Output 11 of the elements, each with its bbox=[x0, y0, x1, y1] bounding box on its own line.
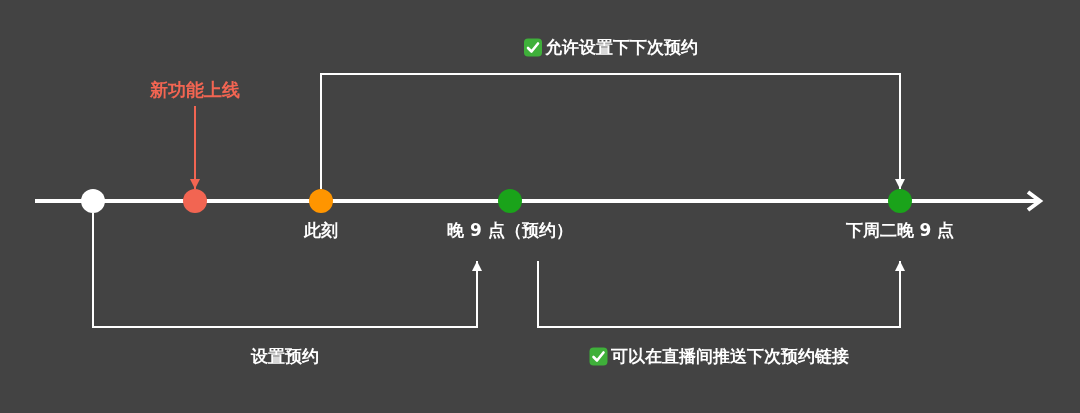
annotation-text: 新功能上线 bbox=[149, 78, 241, 102]
leader-arrow bbox=[190, 105, 200, 190]
edge-label: 设置预约 bbox=[251, 345, 319, 368]
bracket-arrow bbox=[537, 260, 905, 328]
time-label: 晚 9 点（预约） bbox=[446, 219, 574, 242]
bracket-arrow bbox=[92, 212, 482, 328]
edge-label: 可以在直播间推送下次预约链接 bbox=[611, 345, 849, 368]
edge-label: 允许设置下下次预约 bbox=[545, 36, 698, 59]
time-label: 此刻 bbox=[303, 219, 339, 242]
time-label: 下周二晚 9 点 bbox=[844, 219, 956, 242]
bracket-arrow bbox=[320, 73, 905, 190]
